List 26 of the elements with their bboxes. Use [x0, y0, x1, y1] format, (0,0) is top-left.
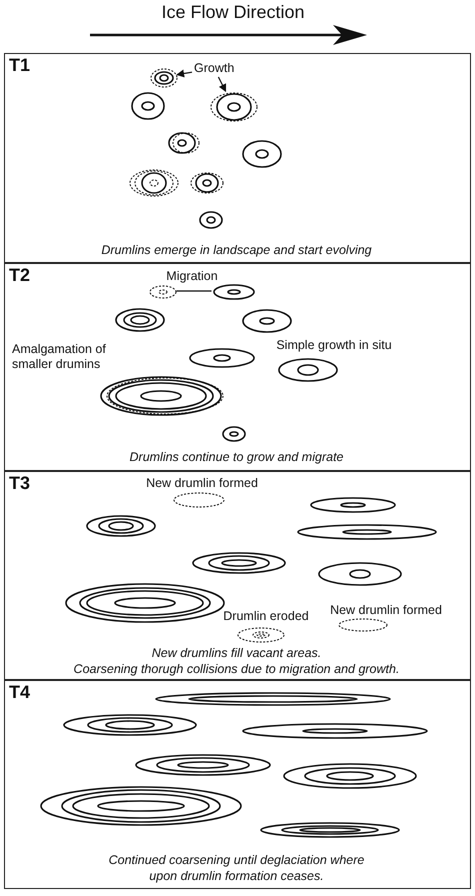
drumlin-outline: [150, 286, 176, 298]
drumlin-outline: [210, 92, 258, 122]
title: Ice Flow Direction: [160, 2, 306, 23]
panel-text: Drumlins continue to grow and migrate: [128, 449, 344, 465]
panel-text: Continued coarsening until deglaciation where upon drumlin formation ceases.: [108, 852, 366, 884]
annotation-text: New drumlin formed: [145, 476, 259, 491]
annotation-text: Amalgamation of smaller drumins: [12, 342, 107, 372]
panel-frame: [4, 471, 471, 680]
panel-frame: [4, 53, 471, 263]
arrow: [176, 70, 192, 78]
annotation-text: New drumlin formed: [329, 603, 443, 618]
panel-label: T4: [9, 682, 30, 703]
panel-label: T2: [9, 265, 30, 286]
drumlin-outline: [150, 68, 178, 88]
edge-label: Migration: [165, 269, 219, 284]
panel-text: Drumlins emerge in landscape and start evolving: [100, 242, 373, 258]
panel-label: T1: [9, 55, 30, 76]
panel-frame: [4, 680, 471, 889]
panel-frame: [4, 263, 471, 471]
annotation-text: Growth: [194, 61, 234, 76]
arrow: [218, 76, 226, 92]
connector-line: [176, 290, 212, 292]
panel-text: New drumlins fill vacant areas. Coarsening thorugh collisions due to migration and growth.: [72, 645, 400, 677]
drumlin-outline: [213, 284, 255, 300]
panel-label: T3: [9, 473, 30, 494]
annotation-text: Simple growth in situ: [275, 338, 393, 353]
